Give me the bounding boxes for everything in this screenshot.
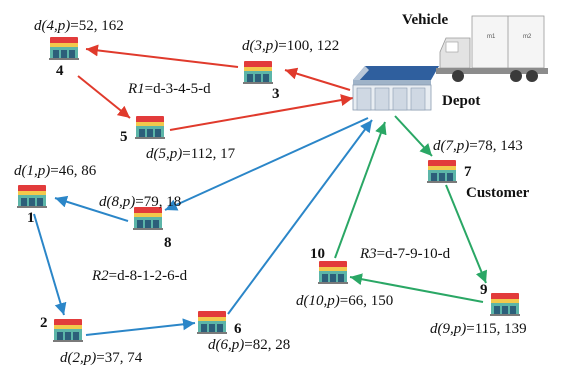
customer-3-number: 3	[272, 86, 280, 102]
customer-9-demand: d(9,p)=115, 139	[430, 321, 527, 337]
route-r3-edges	[334, 115, 488, 303]
customer-1-number: 1	[27, 210, 35, 226]
edge-depot-8	[164, 117, 369, 211]
customer-8-number: 8	[164, 235, 172, 251]
compartment-1-label: m1	[487, 34, 496, 40]
route-r2-equation: R2=d-8-1-2-6-d	[91, 268, 188, 284]
customer-1: 1 d(1,p)=46, 86	[14, 163, 97, 226]
customer-8: 8 d(8,p)=79, 18	[99, 194, 181, 251]
vehicle-label: Vehicle	[402, 12, 448, 28]
customer-4: 4 d(4,p)=52, 162	[34, 18, 124, 79]
customer-6: 6 d(6,p)=82, 28	[197, 311, 290, 353]
customer-3-demand: d(3,p)=100, 122	[242, 38, 339, 54]
route-r1-edges	[77, 44, 354, 131]
customer-2: 2 d(2,p)=37, 74	[40, 315, 143, 366]
edge-5-depot	[169, 94, 354, 131]
route-r3-equation: R3=d-7-9-10-d	[359, 246, 451, 262]
customer-7-number: 7	[464, 164, 472, 180]
customer-caption: Customer	[466, 185, 530, 201]
edge-depot-3	[284, 67, 351, 91]
customer-4-number: 4	[56, 63, 64, 79]
compartment-2-label: m2	[523, 34, 532, 40]
edge-3-4	[85, 44, 239, 68]
edge-4-5	[77, 75, 131, 119]
customer-8-demand: d(8,p)=79, 18	[99, 194, 181, 210]
customer-10-demand: d(10,p)=66, 150	[296, 293, 393, 309]
customer-5-number: 5	[120, 129, 128, 145]
customer-9-number: 9	[480, 282, 488, 298]
customer-3: 3 d(3,p)=100, 122	[242, 38, 339, 102]
edge-1-2	[33, 213, 67, 316]
route-r2-edges	[33, 117, 373, 336]
depot-label: Depot	[442, 93, 480, 109]
vehicle-icon	[436, 15, 548, 82]
customer-1-demand: d(1,p)=46, 86	[14, 163, 97, 179]
route-r1-equation: R1=d-3-4-5-d	[127, 81, 211, 97]
customer-7-demand: d(7,p)=78, 143	[433, 138, 523, 154]
edge-7-9	[445, 184, 488, 284]
customer-6-demand: d(6,p)=82, 28	[208, 337, 290, 353]
edge-2-6	[85, 318, 196, 336]
edge-9-10	[349, 273, 484, 303]
edge-8-1	[54, 195, 129, 222]
customer-10-number: 10	[310, 246, 325, 262]
depot-icon	[352, 66, 439, 111]
customer-5-demand: d(5,p)=112, 17	[146, 146, 236, 162]
edge-6-depot	[227, 119, 373, 315]
edge-10-depot	[334, 121, 387, 259]
customer-4-demand: d(4,p)=52, 162	[34, 18, 124, 34]
customer-2-number: 2	[40, 315, 48, 331]
customer-2-demand: d(2,p)=37, 74	[60, 350, 143, 366]
customer-7: 7 d(7,p)=78, 143	[427, 138, 523, 183]
customer-6-number: 6	[234, 321, 242, 337]
customer-5: 5 d(5,p)=112, 17	[120, 116, 236, 162]
edge-depot-7	[394, 115, 433, 157]
customer-9: 9 d(9,p)=115, 139	[430, 282, 527, 337]
customer-10: 10 d(10,p)=66, 150	[296, 246, 393, 309]
